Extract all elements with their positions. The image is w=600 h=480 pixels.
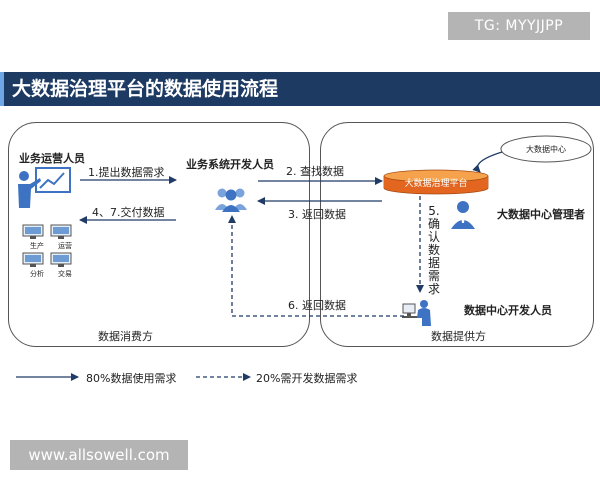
big-data-center-node: 大数据中心 (500, 135, 592, 163)
legend-dashed-label: 20%需开发数据需求 (256, 372, 358, 385)
developer-group-icon (215, 188, 247, 212)
flow-label-6: 6. 返回数据 (288, 299, 346, 312)
app-tile-analysis: 分析 (22, 252, 62, 278)
center-dev-label: 数据中心开发人员 (464, 304, 552, 317)
dev-label: 业务系统开发人员 (186, 158, 274, 171)
title-accent (0, 72, 4, 106)
app-tile-trading: 交易 (50, 252, 90, 278)
app-tile-production: 生产 (22, 224, 62, 250)
flow-arrow-6 (228, 215, 404, 317)
platform-cylinder-icon (383, 169, 489, 195)
business-ops-label: 业务运营人员 (19, 152, 85, 165)
flow-label-1: 1.提出数据需求 (88, 166, 165, 179)
flow-label-4-7: 4、7.交付数据 (92, 206, 165, 219)
monitor-icon (22, 252, 44, 267)
developer-at-desk-icon (402, 300, 431, 326)
consumer-panel (8, 122, 310, 347)
monitor-icon (22, 224, 44, 239)
admin-label: 大数据中心管理者 (497, 208, 585, 221)
app-tile-operations: 运营 (50, 224, 90, 250)
monitor-icon (50, 252, 72, 267)
page-title: 大数据治理平台的数据使用流程 (12, 78, 279, 100)
platform-label: 大数据治理平台 (404, 179, 468, 189)
legend-solid-label: 80%数据使用需求 (86, 372, 177, 385)
app-label: 运营 (58, 242, 72, 250)
app-label: 交易 (58, 270, 72, 278)
consumer-panel-caption: 数据消费方 (98, 330, 153, 343)
monitor-icon (50, 224, 72, 239)
provider-panel-caption: 数据提供方 (431, 330, 486, 343)
flow-label-5: 5.确认数据需求 (427, 204, 440, 296)
flow-label-3: 3. 返回数据 (288, 208, 346, 221)
title-bar: 大数据治理平台的数据使用流程 (0, 72, 600, 106)
provider-panel (320, 122, 594, 347)
big-data-center-label: 大数据中心 (526, 144, 566, 154)
admin-person-icon (451, 201, 475, 229)
app-label: 生产 (30, 242, 44, 250)
watermark-bottom: www.allsowell.com (10, 440, 188, 470)
flow-label-2: 2. 查找数据 (286, 165, 344, 178)
presenter-icon (18, 167, 71, 208)
watermark-top: TG: MYYJJPP (448, 12, 590, 40)
center-to-platform-arrow (472, 151, 503, 173)
app-label: 分析 (30, 270, 44, 278)
